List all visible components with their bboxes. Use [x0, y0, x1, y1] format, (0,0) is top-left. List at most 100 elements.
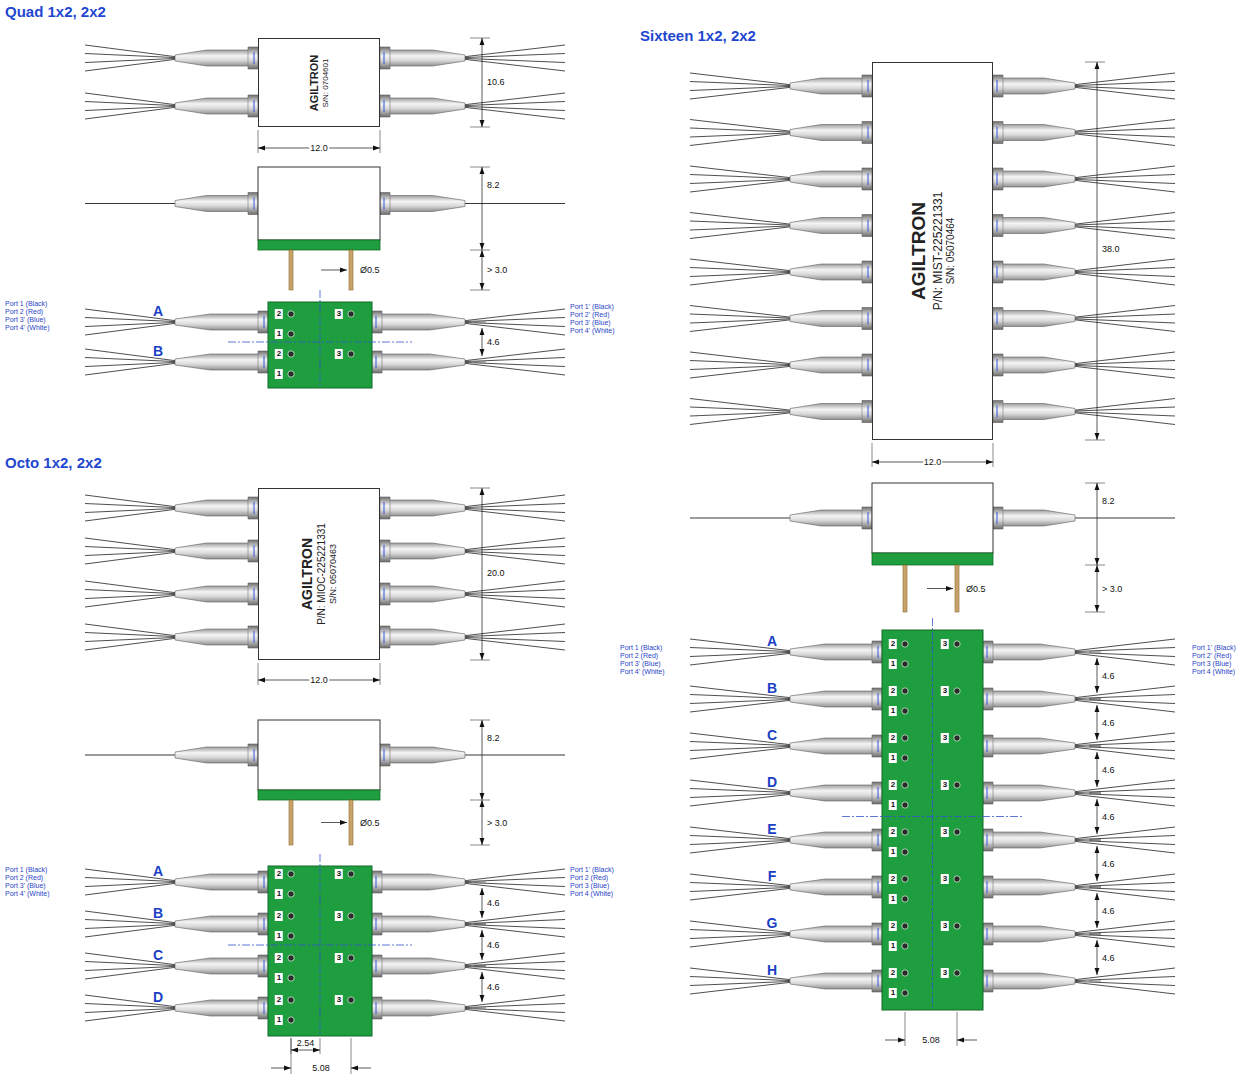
fiber [465, 624, 565, 636]
fiber [1075, 361, 1175, 365]
dimension-line [1097, 658, 1098, 693]
fiber [1075, 887, 1175, 891]
dimension-line [482, 972, 483, 1002]
marking-block: AGILTRONP/N: MIOC-225221331S/N: 05070463 [299, 523, 339, 625]
part-marking: S/N: 05070464 [945, 192, 957, 311]
fiber-boot [790, 876, 882, 898]
fiber [465, 504, 565, 508]
channel-letter: A [153, 864, 163, 878]
boot-edge [993, 832, 994, 848]
fiber [85, 638, 175, 650]
fiber [85, 107, 175, 119]
fiber [1075, 968, 1175, 980]
fiber [1075, 930, 1175, 934]
pin-pad [288, 311, 294, 317]
fiber [465, 58, 565, 62]
fiber [85, 362, 175, 366]
boot-mark [254, 502, 255, 514]
pin-number: 1 [889, 988, 897, 998]
fiber-boot [790, 122, 872, 144]
fiber [690, 789, 790, 793]
boot-mark [997, 127, 998, 139]
extension-line [380, 130, 381, 153]
housing-side [872, 483, 993, 553]
fiber-boot [790, 923, 882, 945]
channel-letter: H [767, 963, 777, 977]
port-label: Port 2 (Red) [570, 874, 608, 881]
fiber [690, 399, 790, 411]
fiber [690, 840, 790, 844]
pin-number: 3 [941, 921, 949, 931]
fiber [85, 581, 175, 593]
fiber [465, 363, 565, 375]
fiber [1075, 179, 1175, 183]
fiber [690, 120, 790, 132]
fiber [1075, 86, 1175, 90]
pin-pad [288, 933, 294, 939]
extension-line [1089, 887, 1101, 888]
fiber [1075, 686, 1175, 698]
pin-pad [902, 896, 908, 902]
fiber [690, 841, 790, 853]
fiber [1075, 789, 1175, 793]
dimension-line [482, 38, 483, 127]
extension-line [1089, 652, 1101, 653]
channel-letter: B [153, 344, 163, 358]
dimension-value: 5.08 [311, 1064, 331, 1073]
fiber [690, 888, 790, 900]
port-label: Port 4' (White) [5, 324, 50, 331]
channel-letter: B [767, 681, 777, 695]
boot-edge [382, 354, 383, 370]
fiber [85, 925, 175, 937]
fiber [1075, 793, 1175, 797]
pin-number: 3 [335, 911, 343, 921]
fiber [1075, 407, 1175, 411]
extension-line [320, 1038, 321, 1054]
boot-edge [872, 832, 873, 848]
dimension-line [482, 720, 483, 800]
boot-edge [1003, 171, 1004, 187]
boot-edge [862, 510, 863, 526]
fiber [1075, 883, 1175, 887]
extension-line [258, 130, 259, 153]
brand-name: AGILTRON [299, 523, 316, 625]
pin-number: 2 [889, 968, 897, 978]
boot-mark [264, 918, 265, 930]
dimension-value: 4.6 [1101, 906, 1116, 915]
fiber [465, 962, 565, 966]
fiber [465, 590, 565, 594]
fiber [85, 633, 175, 637]
fiber-boot [983, 970, 1075, 992]
fiber [690, 306, 790, 318]
fiber [690, 935, 790, 947]
port-label: Port 1' (Black) [1192, 644, 1236, 651]
fiber [85, 551, 175, 555]
fiber-boot [175, 193, 258, 215]
extension-line [1089, 793, 1101, 794]
pin-number: 1 [275, 1015, 283, 1025]
fiber-boot [790, 970, 882, 992]
dimension-value: > 3.0 [486, 818, 508, 827]
fiber [465, 594, 565, 598]
fiber [690, 648, 790, 652]
boot-mark [264, 876, 265, 888]
fiber [1075, 227, 1175, 239]
fiber-boot [983, 829, 1075, 851]
boot-mark [384, 588, 385, 600]
pin-number: 1 [275, 329, 283, 339]
fiber-boot [175, 997, 268, 1019]
fiber-boot [380, 540, 465, 562]
fiber [85, 93, 175, 105]
boot-mark [264, 316, 265, 328]
pin-pad [902, 755, 908, 761]
fiber [1075, 352, 1175, 364]
pin-pad [902, 708, 908, 714]
fiber [85, 595, 175, 607]
fiber [1075, 166, 1175, 178]
pin-pad [288, 331, 294, 337]
pin-number: 3 [941, 827, 949, 837]
fiber [690, 259, 790, 271]
fiber [1075, 213, 1175, 225]
boot-edge [862, 125, 863, 141]
boot-mark [878, 834, 879, 846]
